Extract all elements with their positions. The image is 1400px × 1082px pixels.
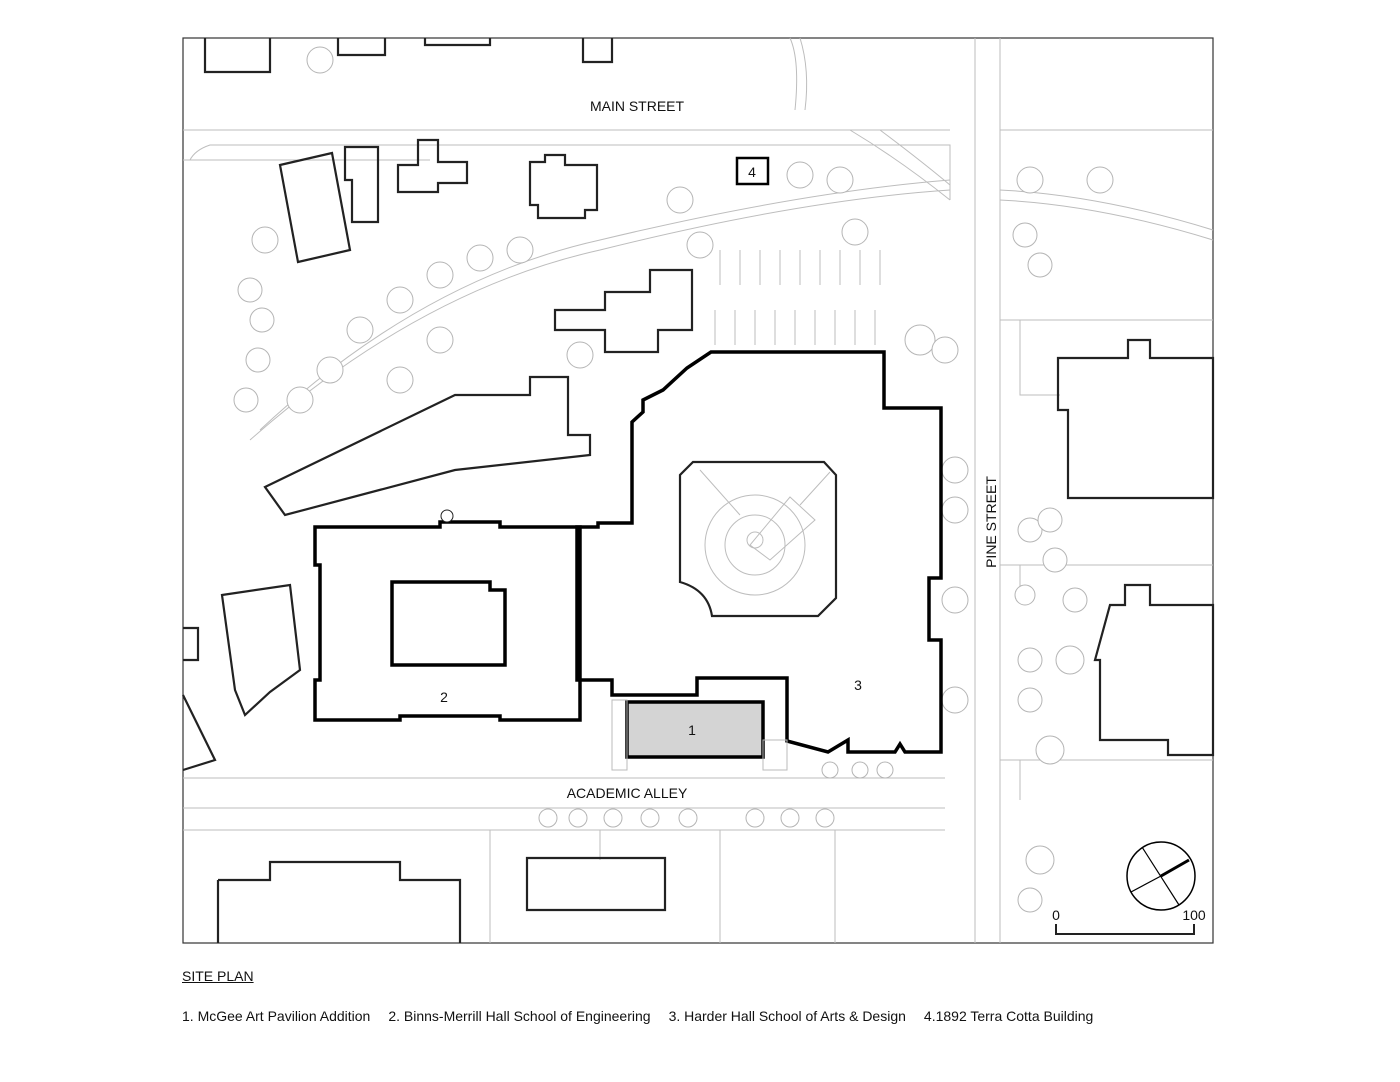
streets-and-paths bbox=[183, 37, 1214, 943]
main-street-label: MAIN STREET bbox=[590, 98, 685, 114]
academic-alley-label: ACADEMIC ALLEY bbox=[567, 785, 688, 801]
north-arrow-icon bbox=[1126, 841, 1196, 911]
building-3-number: 3 bbox=[854, 677, 862, 693]
drawing-frame bbox=[182, 37, 1214, 944]
drawing-title: SITE PLAN bbox=[182, 968, 254, 984]
legend-item: 3. Harder Hall School of Arts & Design bbox=[668, 1008, 906, 1024]
building-4-number: 4 bbox=[748, 164, 756, 180]
building-1-mcgee-addition bbox=[625, 700, 765, 759]
trees bbox=[233, 46, 1114, 913]
paving-west bbox=[611, 699, 628, 771]
site-marker bbox=[440, 509, 454, 523]
building-2-number: 2 bbox=[440, 689, 448, 705]
paving-east bbox=[762, 739, 788, 771]
legend-item: 1. McGee Art Pavilion Addition bbox=[182, 1008, 371, 1024]
context-buildings bbox=[182, 38, 1215, 943]
building-2-binns-merrill bbox=[313, 520, 582, 722]
legend: 1. McGee Art Pavilion Addition 2. Binns-… bbox=[182, 1008, 1093, 1024]
building-3-harder-hall bbox=[575, 350, 943, 754]
legend-item: 2. Binns-Merrill Hall School of Engineer… bbox=[388, 1008, 651, 1024]
legend-item: 4.1892 Terra Cotta Building bbox=[923, 1008, 1094, 1024]
pine-street-label: PINE STREET bbox=[983, 476, 999, 568]
scale-bar: 0 100 bbox=[1052, 907, 1206, 935]
scale-end-label: 100 bbox=[1182, 907, 1206, 923]
building-1-number: 1 bbox=[688, 722, 696, 738]
scale-start-label: 0 bbox=[1052, 907, 1060, 923]
building-4-terra-cotta bbox=[735, 156, 770, 186]
